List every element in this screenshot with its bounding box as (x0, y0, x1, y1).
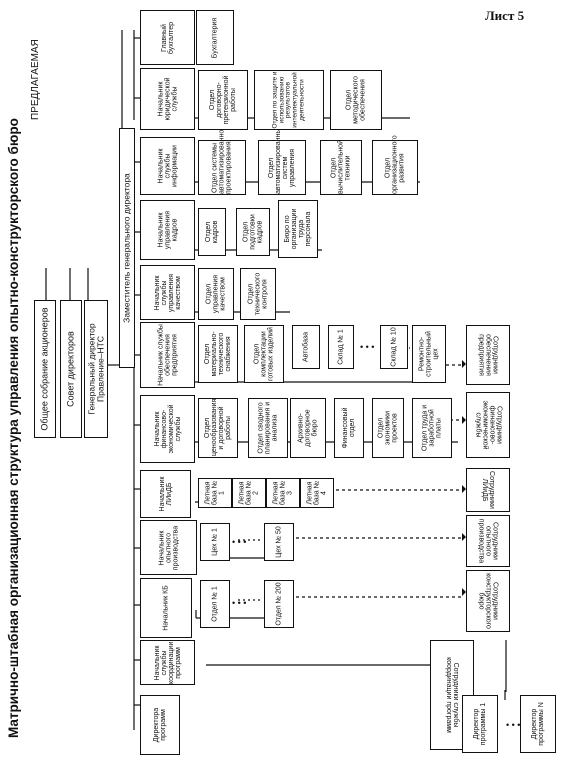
lids-unit: Летная база № 1 (198, 478, 232, 508)
program-director: Директор программы N (520, 695, 556, 753)
prod-ellipsis: • • • (232, 537, 247, 547)
head-quality: Начальник службы управления качеством (140, 265, 195, 320)
hr-unit: Отдел подготовки кадров (236, 208, 270, 256)
support-unit: Склад № 10 (380, 325, 408, 369)
staff-prod: Сотрудники опытного производства (466, 515, 510, 567)
fin-unit: Отдел труда и заработной платы (412, 398, 452, 458)
head-it: Начальник службы информации (140, 137, 195, 195)
support-unit: Склад № 1 (328, 325, 354, 369)
support-unit: Автобаза (292, 325, 320, 369)
fin-unit: Отдел сводного планирования и анализа (248, 398, 288, 458)
ceo-box: Генеральный директор Правление–НТС (84, 300, 108, 438)
fin-unit: Финансовый отдел (334, 398, 364, 458)
board-box: Совет директоров (60, 300, 82, 438)
head-coord: Начальник службы координации программ (140, 640, 195, 685)
fin-unit: Отдел экономики проектов (372, 398, 404, 458)
staff-fin: Сотрудники финансово-экономической служб… (466, 392, 510, 458)
kb-unit: Отдел № 200 (264, 580, 294, 628)
support-ellipsis: • • • (360, 342, 375, 352)
head-legal: Начальник юридической службы (140, 68, 195, 130)
it-unit: Отдел вычислительной техники (320, 140, 362, 195)
it-unit: Отдел автоматизированных систем управлен… (258, 125, 306, 195)
sheet-label: Лист 5 (485, 8, 525, 23)
kb-unit: Отдел № 1 (200, 580, 230, 628)
fin-unit: Архивно-договорное бюро (290, 398, 326, 458)
prod-unit: Цех № 1 (200, 523, 230, 561)
quality-unit: Отдел технического контроля (240, 268, 276, 320)
head-accountant: Главный бухгалтер (140, 10, 195, 65)
support-unit: Ремонтно-строительный цех (412, 325, 446, 383)
staff-kb: Сотрудники конструкторского бюро (466, 570, 510, 632)
head-prod: Начальник опытного производства (140, 520, 197, 575)
programs-ellipsis: • • • (506, 720, 521, 730)
head-programs: Директора программ (140, 695, 180, 755)
legal-unit: Отдел методического обеспечения (330, 70, 382, 130)
staff-support: Сотрудники обеспечения предприятия (466, 325, 510, 385)
legal-unit: Отдел договорно-претензионной работы (198, 70, 248, 130)
kb-ellipsis: • • • (232, 598, 247, 608)
hr-unit: Отдел кадров (198, 208, 226, 256)
it-unit: Отдел системы автоматизированного проект… (198, 123, 246, 195)
program-director: Директор программы 1 (462, 695, 498, 753)
shareholders-box: Общее собрание акционеров (34, 300, 56, 438)
it-unit: Отдел организационного развития (372, 135, 418, 195)
support-unit: Отдел комплектации готовых изделий (244, 325, 284, 383)
accounting-box: Бухгалтерия (196, 10, 234, 65)
head-kb: Начальник КБ (140, 578, 192, 638)
quality-unit: Отдел управления качеством (198, 268, 234, 320)
head-lids: Начальник ЛИиДБ (140, 470, 191, 518)
head-support: Начальник службы обеспечения предприятия (140, 322, 195, 388)
support-unit: Отдел материально-технического снабжения (198, 325, 238, 383)
deputy-box: Заместитель генерального директора (119, 128, 135, 368)
lids-unit: Летная база № 3 (266, 478, 300, 508)
lids-unit: Летная база № 4 (300, 478, 334, 508)
diagram-title: Матрично-штабная организационная структу… (6, 118, 21, 738)
staff-lids: Сотрудники ЛИиДБ (466, 468, 510, 512)
prod-unit: Цех № 50 (264, 523, 294, 561)
head-hr: Начальник управления кадров (140, 200, 195, 260)
head-fin: Начальник финансово-экономической службы (140, 395, 195, 463)
fin-unit: Отдел ценообразования и договорной работ… (198, 398, 238, 458)
lids-unit: Летная база № 2 (232, 478, 266, 508)
hr-unit: Бюро по организации труда персонала (278, 200, 318, 258)
legal-unit: Отдел по защите и использованию результа… (254, 70, 324, 130)
badge-text: ПРЕДЛАГАЕМАЯ (30, 39, 41, 120)
